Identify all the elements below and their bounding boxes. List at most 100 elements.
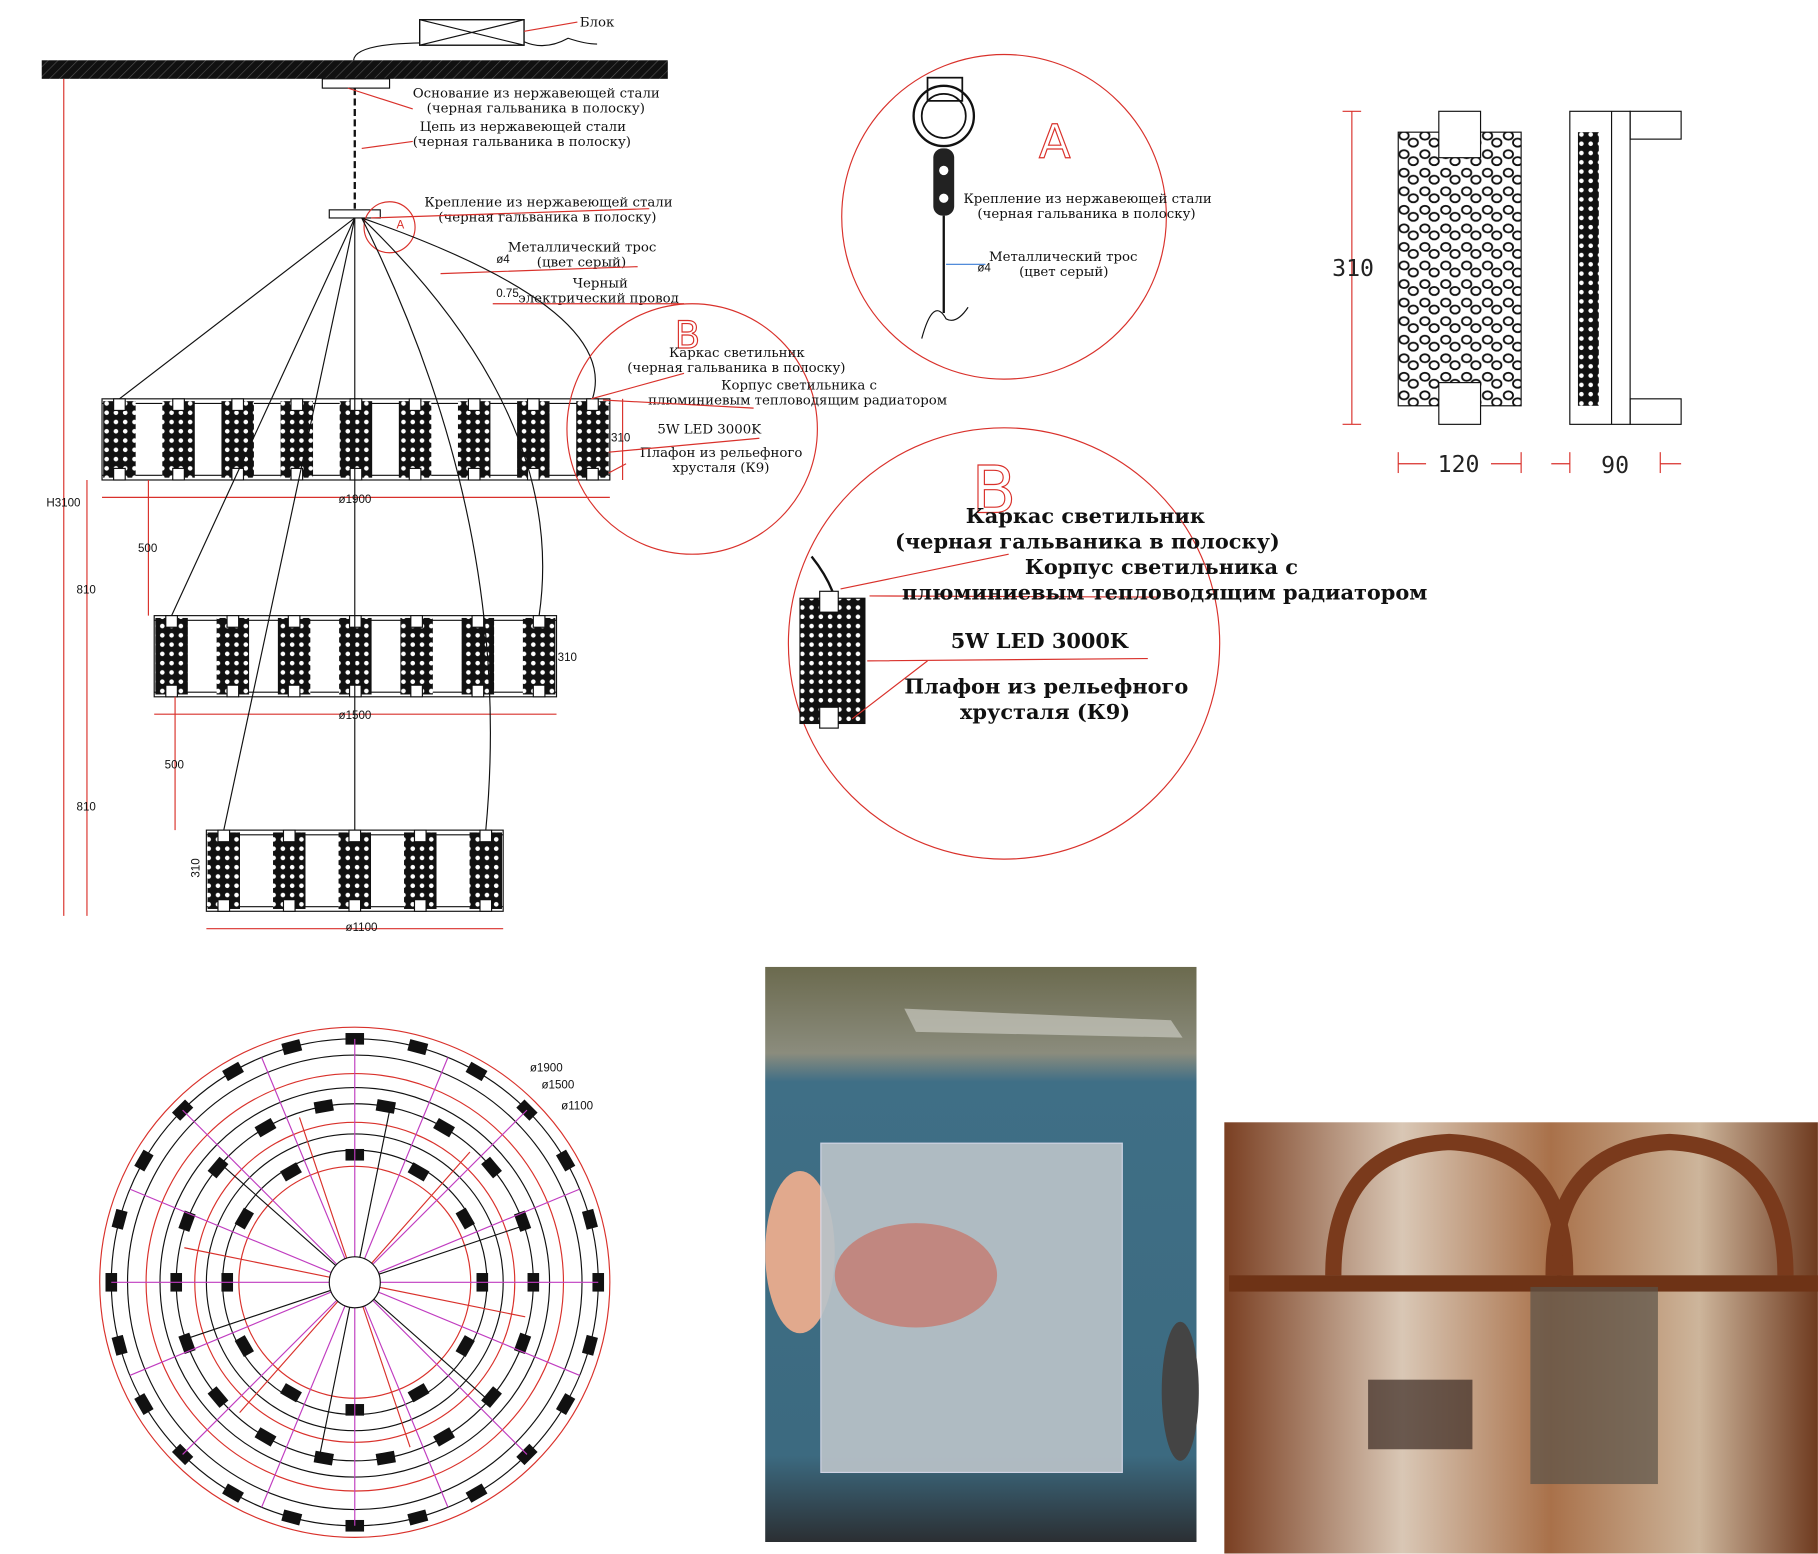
driver-block: [419, 19, 525, 46]
panel-views: 310 120 90: [1332, 110, 1682, 479]
plan-lamp: [375, 1450, 396, 1466]
plan-lamp: [280, 1383, 302, 1403]
plan-ring: [99, 1026, 611, 1538]
plan-lamp: [433, 1427, 455, 1447]
detail-b-marker: [566, 303, 818, 555]
lamp-panel: [103, 401, 136, 478]
detail-b-label-frame: Каркас светильник: [966, 503, 1205, 528]
suspension-cable: [171, 217, 356, 616]
plan-lamp: [555, 1393, 576, 1415]
plan-lamp: [281, 1509, 303, 1526]
detail-a-label-mount-sub: (черная гальваника в полоску): [977, 207, 1195, 222]
label-frame: Каркас светильник: [669, 346, 805, 361]
dim-h2: 310: [558, 652, 577, 664]
label-cable-sub: (цвет серый): [537, 256, 626, 271]
plan-cable: [239, 1281, 356, 1414]
ceiling-slab: [41, 60, 668, 79]
detail-a-title: A: [1039, 115, 1071, 169]
plan-lamp: [455, 1207, 475, 1230]
lamp-panel: [221, 401, 254, 478]
plan-cable: [354, 1226, 520, 1283]
suspension-cable: [119, 217, 356, 400]
plan-lamp: [555, 1149, 576, 1172]
detail-a-marker: [363, 201, 416, 254]
suspension-cable: [223, 217, 356, 831]
detail-b-label-shade-sub: хрусталя (К9): [960, 699, 1130, 724]
marker-a: A: [397, 219, 405, 231]
plan-lamp: [222, 1061, 244, 1082]
lamp-panel: [457, 401, 491, 478]
plan-lamp: [254, 1427, 277, 1447]
plan-lamp: [581, 1334, 598, 1356]
lamp-panel: [338, 832, 372, 909]
ceiling-assembly: [41, 19, 668, 254]
suspension-cable: [361, 217, 491, 831]
label-wire-sub: электрический провод: [518, 292, 679, 307]
plan-lamp: [280, 1162, 302, 1182]
plan-lamp: [455, 1335, 475, 1357]
dim-d1100: ø1100: [346, 922, 378, 934]
plan-lamp: [134, 1149, 154, 1172]
detail-a-label-cable-sub: (цвет серый): [1019, 265, 1108, 280]
label-cable-dia: ø4: [496, 254, 510, 266]
plan-lamp: [513, 1210, 532, 1232]
detail-b-label-led: 5W LED 3000K: [951, 628, 1129, 653]
plan-lamp: [111, 1208, 128, 1230]
plan-lamp: [254, 1118, 277, 1138]
detail-a: A Крепление из нержавеющей стали (черная…: [841, 53, 1212, 380]
label-chain-sub: (черная гальваника в полоску): [413, 135, 631, 150]
label-cable: Металлический трос: [508, 241, 657, 256]
plan-lamp: [481, 1386, 502, 1408]
dim-d1500: ø1500: [339, 710, 372, 722]
plan-lamp: [375, 1099, 396, 1114]
suspension-cable: [361, 217, 544, 616]
lamp-panel: [522, 617, 556, 695]
panel-front: [1397, 131, 1522, 407]
detail-a-label-cable: Металлический трос: [989, 250, 1138, 265]
label-chain: Цепь из нержавеющей стали: [420, 120, 626, 135]
plan-cable: [319, 1282, 356, 1453]
dim-tier-gap-2: 810: [77, 801, 96, 813]
lamp-panel: [400, 617, 433, 695]
plan-lamp: [178, 1210, 196, 1232]
plan-lamp: [407, 1383, 430, 1403]
plan-lamp: [207, 1156, 229, 1179]
suspension-cable: [361, 217, 596, 400]
plan-cable: [184, 1247, 355, 1283]
interior-photo: [1224, 1122, 1818, 1554]
label-mount-sub: (черная гальваника в полоску): [438, 210, 656, 225]
chandelier-tiers: [63, 78, 624, 930]
plan-cable: [354, 1151, 471, 1283]
plan-lamp: [465, 1483, 488, 1503]
plan-lamp: [234, 1207, 254, 1230]
crystal-sample-photo: [765, 966, 1199, 1543]
label-wire-size: 0.75: [496, 288, 519, 300]
dim-panel-height: 310: [1332, 255, 1374, 282]
plan-lamp: [281, 1039, 303, 1056]
dim-tier-gap-1: 810: [77, 585, 96, 597]
lamp-panel: [273, 832, 306, 909]
plan-lamp: [207, 1386, 229, 1408]
plan-label-d1100: ø1100: [561, 1101, 593, 1113]
detail-b-label-shade: Плафон из рельефного: [904, 673, 1188, 698]
plan-cable: [224, 1166, 356, 1283]
detail-b-label-body: Корпус светильника с: [1025, 554, 1298, 579]
lamp-panel: [576, 401, 609, 478]
label-frame-sub: (черная гальваника в полоску): [627, 361, 845, 376]
dim-d1900: ø1900: [339, 494, 372, 506]
dim-panel-depth: 90: [1601, 452, 1629, 479]
label-shade-sub: хрусталя (К9): [672, 461, 769, 476]
plan-lamp: [222, 1483, 244, 1503]
lamp-panel: [207, 832, 240, 909]
detail-a-label-mount: Крепление из нержавеющей стали: [963, 192, 1211, 207]
plan-lamp: [465, 1061, 488, 1082]
dim-total-height: H3100: [46, 498, 80, 510]
lamp-panel: [155, 617, 188, 695]
dim-h1: 310: [611, 433, 630, 445]
label-block: Блок: [580, 16, 615, 31]
plan-cable: [354, 1281, 526, 1318]
label-base: Основание из нержавеющей стали: [413, 86, 660, 101]
dim-h3: 310: [190, 858, 202, 877]
